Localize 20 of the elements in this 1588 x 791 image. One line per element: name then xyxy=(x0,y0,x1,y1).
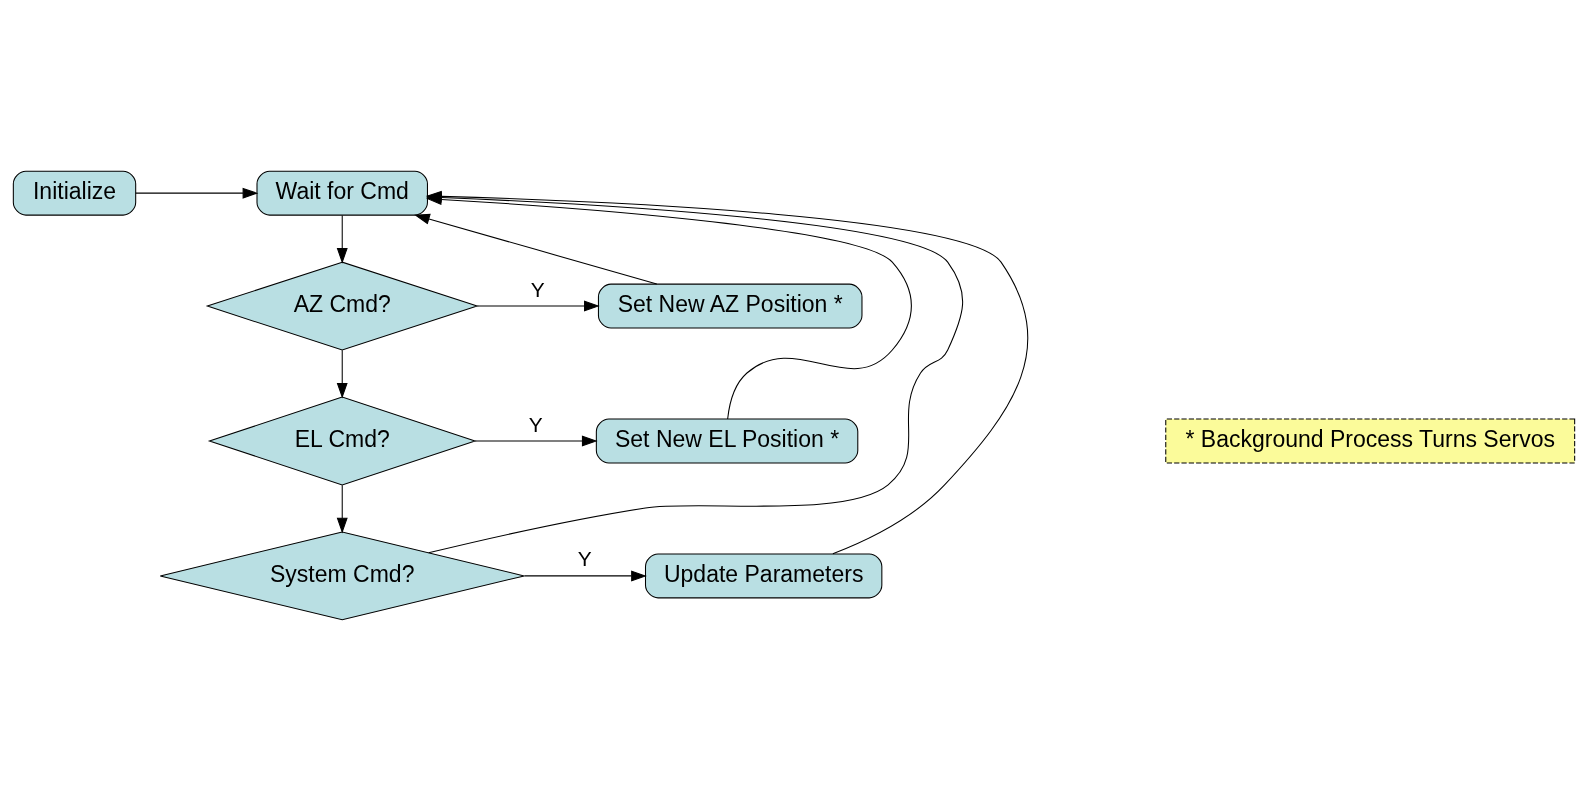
arrow xyxy=(476,300,600,312)
node-diamond: AZ Cmd? xyxy=(205,261,479,351)
node-diamond: EL Cmd? xyxy=(207,396,477,486)
node-box: Wait for Cmd xyxy=(256,170,428,216)
arrow xyxy=(414,213,658,285)
node-diamond: System Cmd? xyxy=(159,531,525,621)
edge-label: Y xyxy=(528,412,543,436)
arrow xyxy=(336,349,348,399)
node-box: Set New AZ Position * xyxy=(597,283,863,329)
node-box: Initialize xyxy=(12,170,137,216)
arrow xyxy=(474,435,598,447)
node-box: * Background Process Turns Servos xyxy=(1165,418,1576,464)
edge-label: Y xyxy=(577,547,592,571)
arrow xyxy=(336,484,348,534)
arrow xyxy=(336,215,348,264)
edge-label: Y xyxy=(530,277,545,301)
arrow xyxy=(523,570,647,582)
arrow xyxy=(135,187,259,199)
node-box: Set New EL Position * xyxy=(595,418,859,464)
node-box: Update Parameters xyxy=(644,553,883,599)
